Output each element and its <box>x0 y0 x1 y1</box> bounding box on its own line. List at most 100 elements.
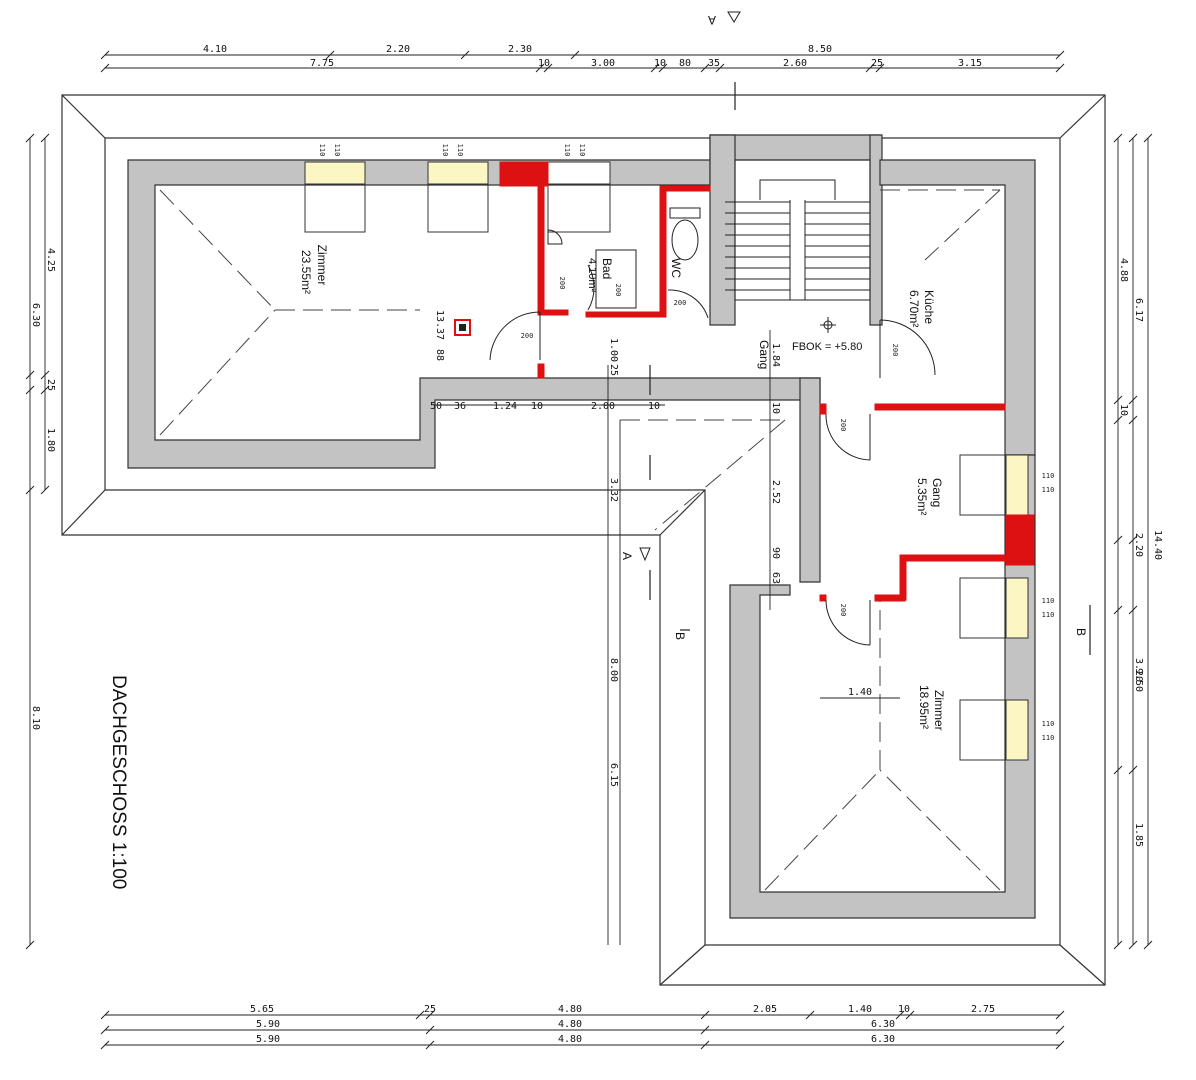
dimension-tick <box>1143 133 1153 143</box>
dimension-tick <box>1128 605 1138 615</box>
dimension-label: 8.10 <box>30 706 41 730</box>
dimension-tick <box>1128 415 1138 425</box>
dimension-label: 10 <box>531 401 543 412</box>
dimension-tick <box>25 133 35 143</box>
dimension-label: 5.90 <box>256 1019 280 1030</box>
dimension-label: 8.00 <box>608 658 619 682</box>
dimension-label: 6.30 <box>30 303 41 327</box>
dimension-label: 35 <box>708 58 720 69</box>
dimension-tick <box>1113 605 1123 615</box>
room-bad-label: Bad <box>600 258 614 279</box>
dimension-tick <box>40 133 50 143</box>
dimension-label: 6.15 <box>608 763 619 787</box>
room-zimmer-east-area: 18.95m² <box>917 685 931 729</box>
dimension-tick <box>700 1040 710 1050</box>
room-wc-label: WC <box>669 258 683 278</box>
dimension-label: 1.80 <box>45 428 56 452</box>
room-gang-north-label: Gang <box>757 340 771 369</box>
chimney-icon <box>454 319 471 336</box>
window-height-label: 110 <box>1042 720 1055 728</box>
svg-text:23.55m²: 23.55m² <box>299 250 313 294</box>
dimension-label: 3.00 <box>591 58 615 69</box>
dimension-label: 2.60 <box>783 58 807 69</box>
window-height-label: 110 <box>578 144 586 157</box>
dimension-tick <box>1128 395 1138 405</box>
dimension-label: 4.80 <box>558 1034 582 1045</box>
dimension-tick <box>700 1010 710 1020</box>
window-height-label: 110 <box>441 144 449 157</box>
dimension-label: 4.10 <box>203 44 227 55</box>
dimension-tick <box>570 50 580 60</box>
dimension-label: 1.40 <box>848 1004 872 1015</box>
dimension-tick <box>1055 50 1065 60</box>
dimension-label: 6.17 <box>1133 298 1144 322</box>
dimension-tick <box>1113 765 1123 775</box>
dimension-tick <box>1055 63 1065 73</box>
roof-hip-lines <box>159 189 1001 891</box>
windows <box>304 161 1029 761</box>
dimension-tick <box>1128 133 1138 143</box>
dimension-tick <box>1113 415 1123 425</box>
dimension-label: 10 <box>648 401 660 412</box>
fbok-label: FBOK = +5.80 <box>792 341 862 353</box>
dimension-tick <box>715 63 725 73</box>
dimension-label: 6.30 <box>871 1034 895 1045</box>
dimension-label: 1.84 <box>770 343 781 367</box>
dimension-label: 1.00 <box>608 338 619 362</box>
dimension-label: 10 <box>898 1004 910 1015</box>
window-height-label: 110 <box>1042 486 1055 494</box>
dimension-label: 36 <box>454 401 466 412</box>
dimension-tick <box>40 370 50 380</box>
room-gang-east-area: 5.35m² <box>915 478 929 515</box>
dimension-label: 2.00 <box>591 401 615 412</box>
door-width-label: 200 <box>521 332 534 340</box>
dimension-tick <box>425 1025 435 1035</box>
room-kueche-area: 6.70m² <box>907 290 921 327</box>
dimension-label: 1.85 <box>1133 823 1144 847</box>
dimension-label: 6.30 <box>871 1019 895 1030</box>
section-marker-a-mid: A <box>620 547 651 562</box>
dimension-tick <box>25 485 35 495</box>
dimension-label: 50 <box>430 401 442 412</box>
dimension-label: 10 <box>538 58 550 69</box>
dimension-label: 63 <box>770 572 781 584</box>
dimension-tick <box>700 63 710 73</box>
room-bad-area: 4.10m² <box>586 258 598 293</box>
dimension-label: 4.80 <box>558 1004 582 1015</box>
dimension-label: 25 <box>45 379 56 391</box>
dimension-label: 10 <box>770 402 781 414</box>
dimension-label: 90 <box>770 547 781 559</box>
staircase <box>725 159 871 301</box>
walls <box>127 134 1036 919</box>
dimension-label: 2.52 <box>770 480 781 504</box>
dimension-label: 80 <box>679 58 691 69</box>
dimension-tick <box>100 1025 110 1035</box>
dimension-tick <box>460 50 470 60</box>
svg-text:A: A <box>620 552 634 560</box>
dimension-tick <box>25 940 35 950</box>
section-lines <box>649 82 1091 655</box>
dimension-label: 1.40 <box>848 687 872 698</box>
window-height-label: 110 <box>563 144 571 157</box>
dimension-label: 25 <box>871 58 883 69</box>
dimension-tick <box>40 385 50 395</box>
window-height-label: 110 <box>1042 611 1055 619</box>
svg-text:B: B <box>1074 628 1088 636</box>
dimension-tick <box>875 63 885 73</box>
door-width-label: 200 <box>839 419 847 432</box>
dimension-tick <box>1113 535 1123 545</box>
door-width-label: 200 <box>891 344 899 357</box>
dimension-tick <box>805 1010 815 1020</box>
window-height-label: 110 <box>333 144 341 157</box>
dimension-label: 2.30 <box>508 44 532 55</box>
dimension-tick <box>100 1040 110 1050</box>
dimension-label: 10 <box>1118 404 1129 416</box>
dimension-tick <box>325 50 335 60</box>
dimension-tick <box>895 1010 905 1020</box>
dimension-label: 13.37 <box>434 310 445 340</box>
door-width-label: 200 <box>839 604 847 617</box>
dimension-tick <box>425 1040 435 1050</box>
svg-text:B: B <box>673 632 687 640</box>
dimension-tick <box>100 50 110 60</box>
